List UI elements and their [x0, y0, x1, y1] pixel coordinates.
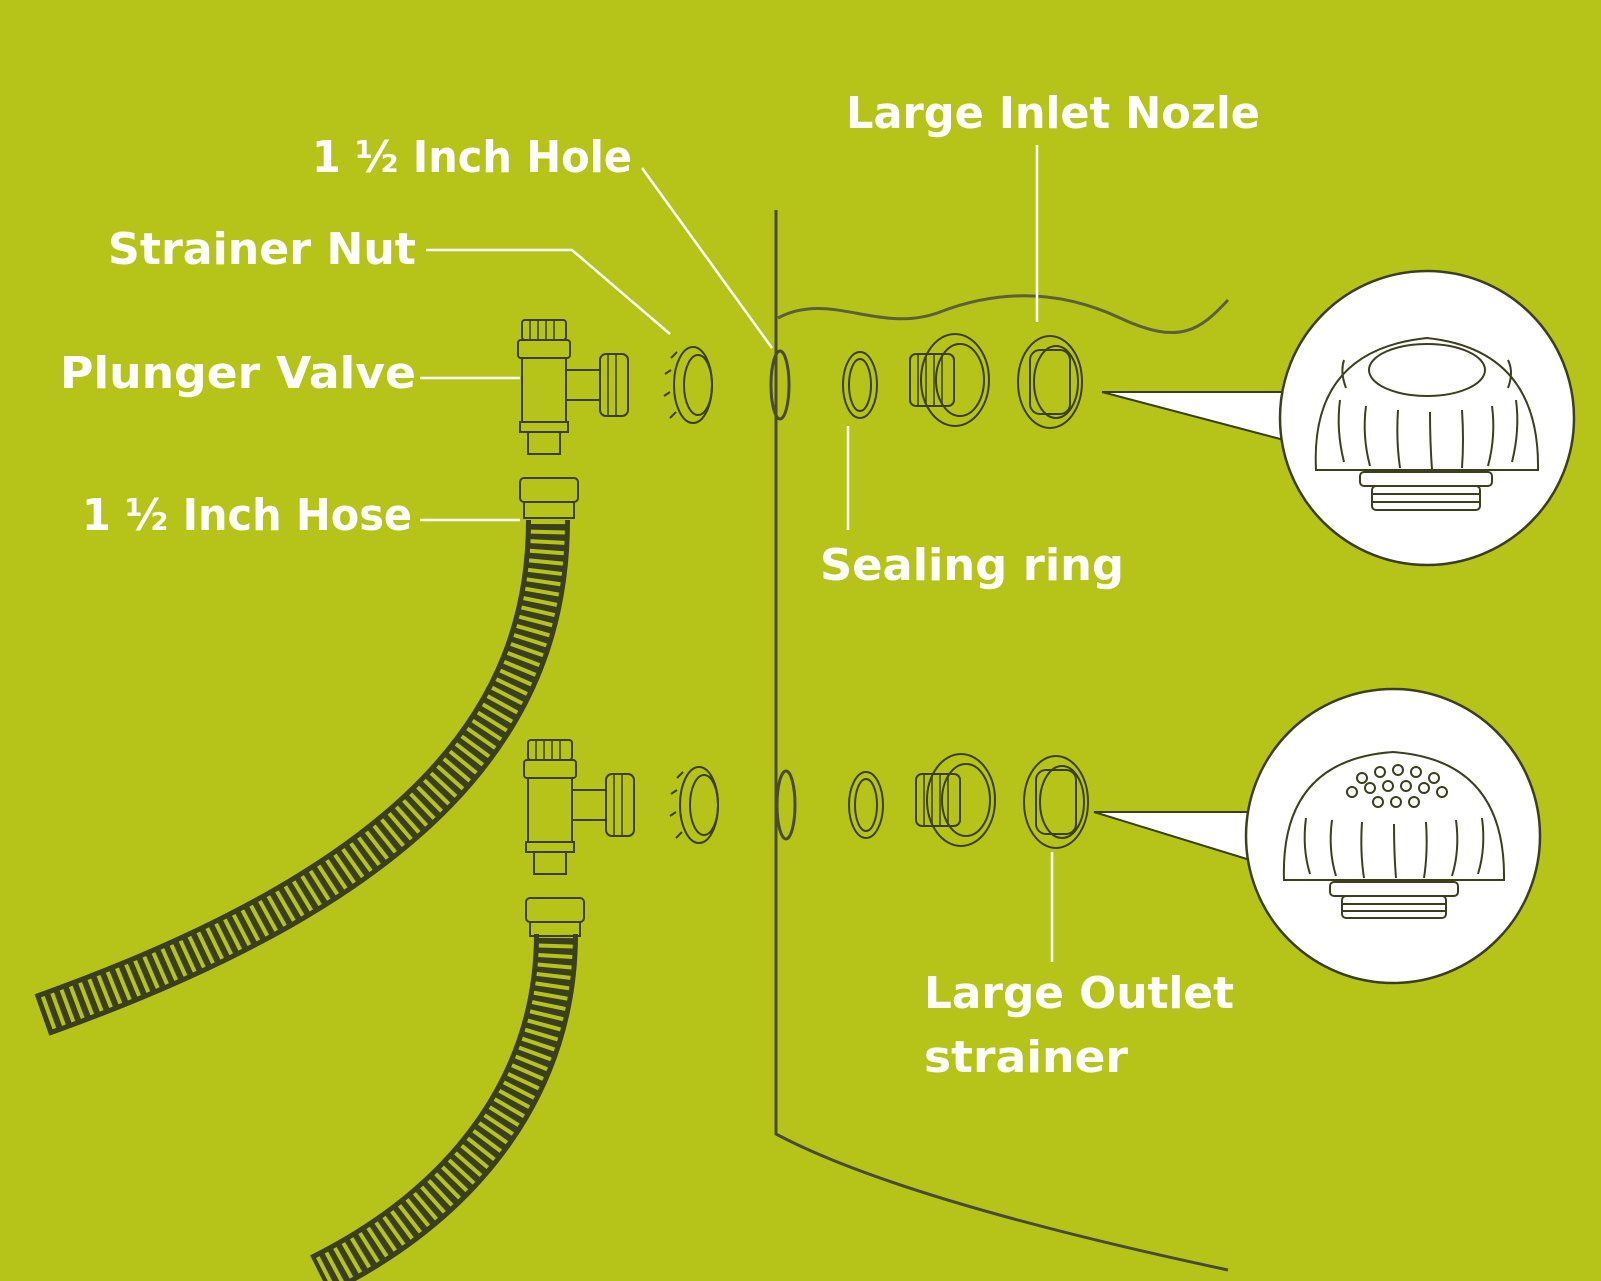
- inlet-fitting-assembly: [516, 318, 1084, 456]
- label-plunger-valve: Plunger Valve: [60, 348, 416, 399]
- inlet-nozzle-callout: [1101, 269, 1576, 567]
- label-1-5-inch-hose: 1 ½ Inch Hose: [82, 490, 412, 541]
- hose-upper-fitting: [519, 477, 579, 503]
- hose-lower-fitting: [525, 897, 585, 923]
- outlet-strainer-callout: [1093, 687, 1542, 985]
- label-large-inlet-nozzle: Large Inlet Nozle: [846, 88, 1260, 139]
- water-surface-line: [777, 294, 1230, 334]
- pool-wall-line: [774, 210, 1229, 1272]
- outlet-strainer-icon: [1282, 750, 1506, 919]
- label-strainer-nut: Strainer Nut: [108, 224, 416, 275]
- label-strainer: strainer: [924, 1032, 1128, 1083]
- label-large-outlet: Large Outlet: [924, 968, 1234, 1019]
- inlet-nozzle-icon: [1314, 336, 1540, 511]
- label-sealing-ring: Sealing ring: [820, 540, 1124, 591]
- label-1-5-inch-hole: 1 ½ Inch Hole: [312, 132, 632, 183]
- outlet-fitting-assembly: [522, 738, 1090, 876]
- leader-lines: [420, 145, 1054, 962]
